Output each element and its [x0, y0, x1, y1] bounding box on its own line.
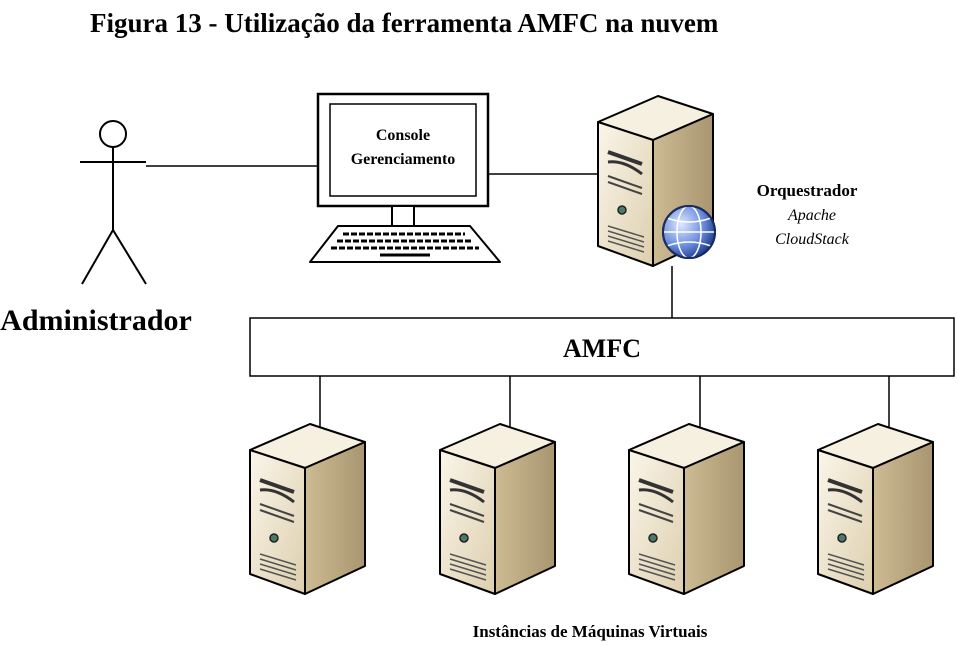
- globe-icon: [662, 205, 716, 259]
- amfc-bus-label: AMFC: [563, 334, 641, 363]
- vm-server-icon: [438, 422, 557, 596]
- orchestrator-software-line1: Apache: [787, 207, 836, 224]
- console-label-line1: Console: [376, 127, 430, 144]
- console-computer-icon: [309, 92, 501, 263]
- orchestrator-software-line2: CloudStack: [775, 231, 850, 248]
- amfc-bus: [249, 317, 955, 377]
- vm-server-icon: [627, 422, 746, 596]
- administrator-actor-icon: [80, 120, 147, 285]
- administrator-label: Administrador: [0, 304, 192, 337]
- console-label-line2: Gerenciamento: [351, 151, 456, 168]
- vm-caption: Instâncias de Máquinas Virtuais: [473, 622, 708, 641]
- figure-title: Figura 13 - Utilização da ferramenta AMF…: [90, 8, 719, 38]
- orchestrator-label: Orquestrador: [757, 181, 858, 200]
- vm-server-icon: [816, 422, 935, 596]
- vm-server-icon: [248, 422, 367, 596]
